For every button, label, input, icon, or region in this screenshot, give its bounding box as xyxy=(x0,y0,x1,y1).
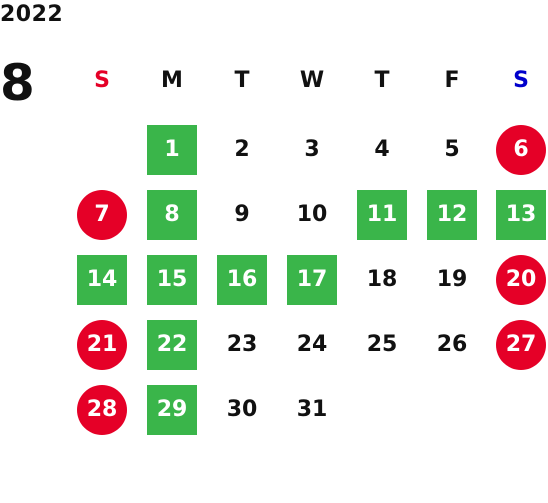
calendar-day-19[interactable]: 19 xyxy=(436,267,468,292)
weekday-label-sat: S xyxy=(513,68,529,93)
calendar-day-22[interactable]: 22 xyxy=(147,320,197,370)
calendar-day-26[interactable]: 26 xyxy=(436,332,468,357)
calendar-day-9[interactable]: 9 xyxy=(234,202,250,227)
calendar-day-12[interactable]: 12 xyxy=(427,190,477,240)
calendar-day-17[interactable]: 17 xyxy=(287,255,337,305)
weekday-label-thu: T xyxy=(374,68,390,93)
calendar-day-23[interactable]: 23 xyxy=(226,332,258,357)
calendar-day-13[interactable]: 13 xyxy=(496,190,546,240)
calendar-month: 8 xyxy=(0,54,35,112)
calendar-day-30[interactable]: 30 xyxy=(226,397,258,422)
calendar-day-29[interactable]: 29 xyxy=(147,385,197,435)
calendar-day-27[interactable]: 27 xyxy=(496,320,546,370)
weekday-label-sun: S xyxy=(94,68,110,93)
calendar-day-6[interactable]: 6 xyxy=(496,125,546,175)
calendar-day-28[interactable]: 28 xyxy=(77,385,127,435)
calendar-day-7[interactable]: 7 xyxy=(77,190,127,240)
calendar-day-3[interactable]: 3 xyxy=(304,137,320,162)
calendar-day-16[interactable]: 16 xyxy=(217,255,267,305)
weekday-label-wed: W xyxy=(299,68,325,93)
calendar-day-15[interactable]: 15 xyxy=(147,255,197,305)
weekday-label-mon: M xyxy=(161,68,183,93)
calendar-day-24[interactable]: 24 xyxy=(296,332,328,357)
calendar-day-31[interactable]: 31 xyxy=(296,397,328,422)
weekday-label-tue: T xyxy=(234,68,250,93)
calendar-day-25[interactable]: 25 xyxy=(366,332,398,357)
calendar-day-2[interactable]: 2 xyxy=(234,137,250,162)
calendar-day-8[interactable]: 8 xyxy=(147,190,197,240)
calendar-day-21[interactable]: 21 xyxy=(77,320,127,370)
calendar-day-11[interactable]: 11 xyxy=(357,190,407,240)
calendar-day-10[interactable]: 10 xyxy=(296,202,328,227)
weekday-label-fri: F xyxy=(444,68,460,93)
calendar-day-5[interactable]: 5 xyxy=(444,137,460,162)
calendar-day-20[interactable]: 20 xyxy=(496,255,546,305)
calendar-year: 2022 xyxy=(0,2,64,27)
calendar-day-14[interactable]: 14 xyxy=(77,255,127,305)
calendar-day-18[interactable]: 18 xyxy=(366,267,398,292)
calendar-day-1[interactable]: 1 xyxy=(147,125,197,175)
calendar-day-4[interactable]: 4 xyxy=(374,137,390,162)
